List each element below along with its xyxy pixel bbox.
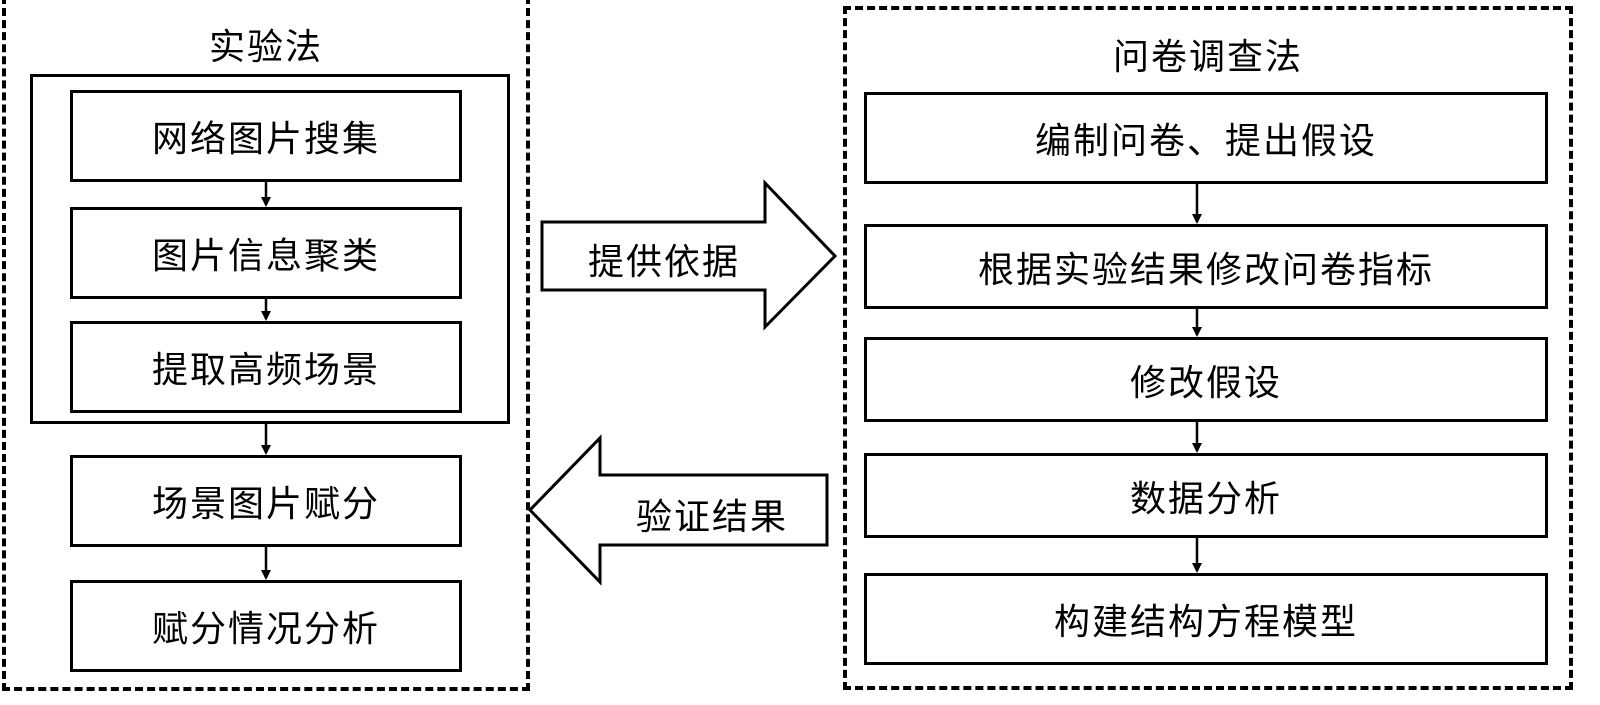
step-image-clustering: 图片信息聚类 (70, 207, 462, 299)
experiment-method-title: 实验法 (208, 27, 323, 68)
step-revise-hypotheses: 修改假设 (864, 337, 1548, 422)
big-arrow-left (527, 434, 829, 586)
step-scene-scoring: 场景图片赋分 (70, 455, 462, 547)
questionnaire-method-title: 问卷调查法 (1112, 37, 1303, 78)
provide-basis-label: 提供依据 (588, 242, 741, 283)
step-build-sem-model: 构建结构方程模型 (864, 573, 1548, 665)
step-data-analysis: 数据分析 (864, 453, 1548, 538)
step-design-questionnaire: 编制问卷、提出假设 (864, 92, 1548, 184)
step-revise-indicators: 根据实验结果修改问卷指标 (864, 224, 1548, 309)
step-image-collection: 网络图片搜集 (70, 90, 462, 182)
questionnaire-method-panel (843, 6, 1573, 690)
experiment-method-panel (2, 0, 530, 691)
big-arrow-right (540, 179, 838, 331)
step-extract-scenes: 提取高频场景 (70, 321, 462, 413)
step-scoring-analysis: 赋分情况分析 (70, 580, 462, 672)
verify-results-label: 验证结果 (636, 497, 789, 538)
